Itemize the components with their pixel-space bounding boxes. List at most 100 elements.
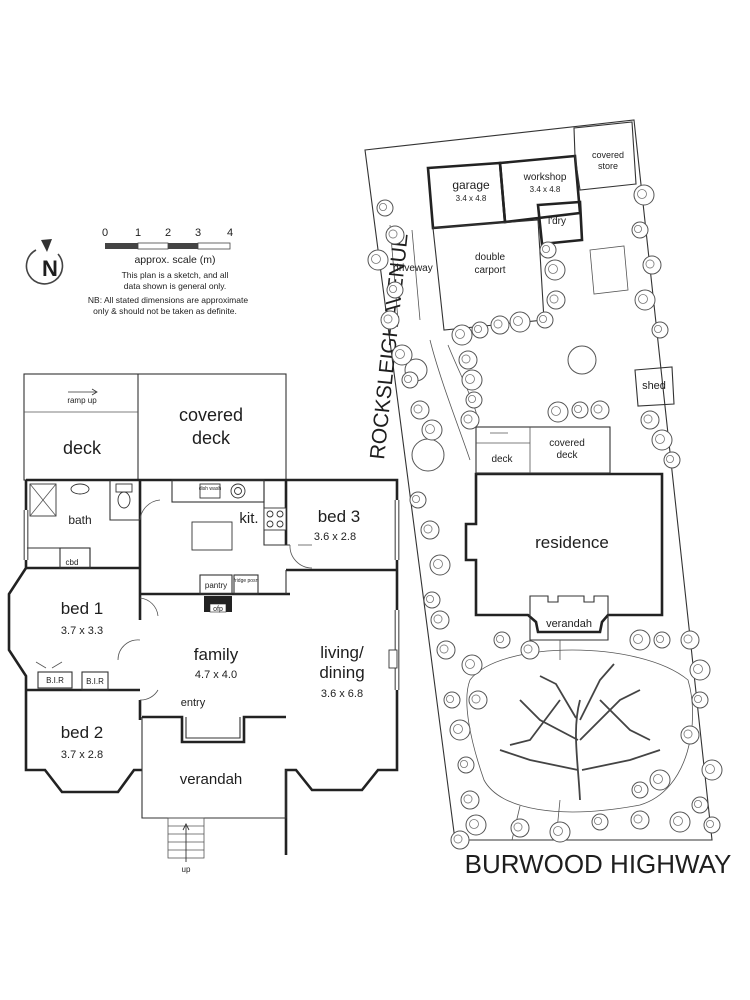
tree-icon — [571, 401, 589, 419]
basin-icon — [70, 483, 90, 495]
tree-icon — [640, 410, 660, 430]
kitchen-bench — [171, 479, 265, 503]
covered-store-line-1: covered — [592, 150, 624, 160]
heater-icon — [388, 649, 398, 669]
site-verandah — [529, 595, 609, 641]
bir-bed2 — [81, 671, 109, 691]
tree-icon — [421, 419, 443, 441]
north-compass: N — [25, 239, 64, 285]
carport-line-2: carport — [474, 265, 505, 276]
tree-icon — [509, 311, 531, 333]
scale-bar: 0 1 2 3 4 approx. scale (m) This plan is… — [88, 227, 248, 316]
tree-icon — [471, 321, 489, 339]
cupboard-label: cbd — [66, 558, 79, 567]
fridge-position — [233, 574, 259, 595]
site-covered-deck-line-1: covered — [549, 438, 585, 449]
fridge-label: fridge posn — [234, 578, 259, 584]
tree-icon — [633, 184, 655, 206]
tree-icon — [591, 813, 609, 831]
front-verandah-outline — [141, 717, 287, 819]
bed2-dims: 3.7 x 2.8 — [61, 749, 103, 761]
bed2-name: bed 2 — [61, 723, 104, 742]
tree-icon — [549, 821, 571, 843]
tree-icon — [490, 315, 510, 335]
tree-icon — [465, 814, 487, 836]
tree-icon — [631, 221, 649, 239]
shed-label: shed — [642, 380, 666, 392]
tree-icon — [443, 691, 461, 709]
tree-icon — [429, 554, 451, 576]
pantry — [199, 574, 233, 595]
covered-deck-label-1: covered — [179, 405, 243, 425]
tree-icon — [663, 451, 681, 469]
house-outer-wall — [7, 478, 399, 855]
pantry-label: pantry — [205, 581, 227, 590]
family-dims: 4.7 x 4.0 — [195, 669, 237, 681]
tree-icon — [460, 790, 480, 810]
tree-icon — [461, 654, 483, 676]
bir-bed1 — [37, 671, 73, 689]
tree-icon — [630, 810, 650, 830]
tree-icon — [409, 491, 427, 509]
tree-icon — [461, 369, 483, 391]
site-verandah-label: verandah — [546, 618, 592, 630]
tree-icon — [410, 400, 430, 420]
site-trees — [367, 184, 723, 850]
tree-icon — [539, 241, 557, 259]
scale-note-line-2: data shown is general only. — [124, 281, 226, 291]
tree-icon — [629, 629, 651, 651]
tree-icon — [520, 640, 540, 660]
tree-icon — [468, 690, 488, 710]
scale-nb-line-1: NB: All stated dimensions are approximat… — [88, 295, 248, 305]
steps-up-label: up — [182, 865, 191, 874]
living-dims: 3.6 x 6.8 — [321, 688, 363, 700]
tree-icon — [680, 630, 700, 650]
tree-icon — [391, 344, 413, 366]
tree-icon — [460, 410, 480, 430]
scale-tick-3: 3 — [195, 227, 201, 239]
kitchen-island — [191, 521, 233, 551]
tree-icon — [669, 811, 691, 833]
covered-deck-label-2: deck — [192, 428, 231, 448]
laundry-label: l'dry — [548, 216, 566, 227]
garage-name: garage — [452, 178, 490, 192]
tree-icon — [653, 631, 671, 649]
garden-bed — [466, 649, 693, 813]
tree-icon — [385, 225, 405, 245]
toilet-bowl-icon — [117, 491, 131, 509]
tree-icon — [420, 520, 440, 540]
residence-building — [464, 472, 664, 634]
ramp-label: ramp up — [67, 396, 97, 405]
tree-icon — [450, 830, 470, 850]
floor-plan: ramp up deck covered deck up bath cbd — [7, 373, 400, 874]
scale-note-line-1: This plan is a sketch, and all — [122, 270, 229, 280]
living-name-line-1: living/ — [320, 643, 364, 662]
tree-icon — [401, 371, 419, 389]
tree-icon — [691, 691, 709, 709]
bed1-name: bed 1 — [61, 599, 104, 618]
tree-icon — [430, 610, 450, 630]
tree-icon — [631, 781, 649, 799]
covered-store — [573, 121, 637, 191]
tree-icon — [701, 759, 723, 781]
workshop-name: workshop — [523, 172, 567, 183]
tree-icon — [651, 429, 673, 451]
laundry — [536, 200, 584, 246]
tree-icon — [493, 631, 511, 649]
scale-tick-0: 0 — [102, 227, 108, 239]
bed3-dims: 3.6 x 2.8 — [314, 531, 356, 543]
tree-icon — [642, 255, 662, 275]
living-name-line-2: dining — [319, 663, 364, 682]
tree-icon — [651, 321, 669, 339]
tree-icon — [386, 281, 404, 299]
tree-icon — [691, 796, 709, 814]
tree-icon — [649, 769, 671, 791]
entry-label: entry — [181, 697, 206, 709]
residence-label: residence — [535, 533, 609, 552]
large-tree-icon — [499, 663, 661, 801]
street-label-burwood: BURWOOD HIGHWAY — [465, 849, 732, 879]
tree-icon — [536, 311, 554, 329]
tree-icon — [380, 310, 400, 330]
scale-tick-4: 4 — [227, 227, 233, 239]
tree-icon — [544, 259, 566, 281]
